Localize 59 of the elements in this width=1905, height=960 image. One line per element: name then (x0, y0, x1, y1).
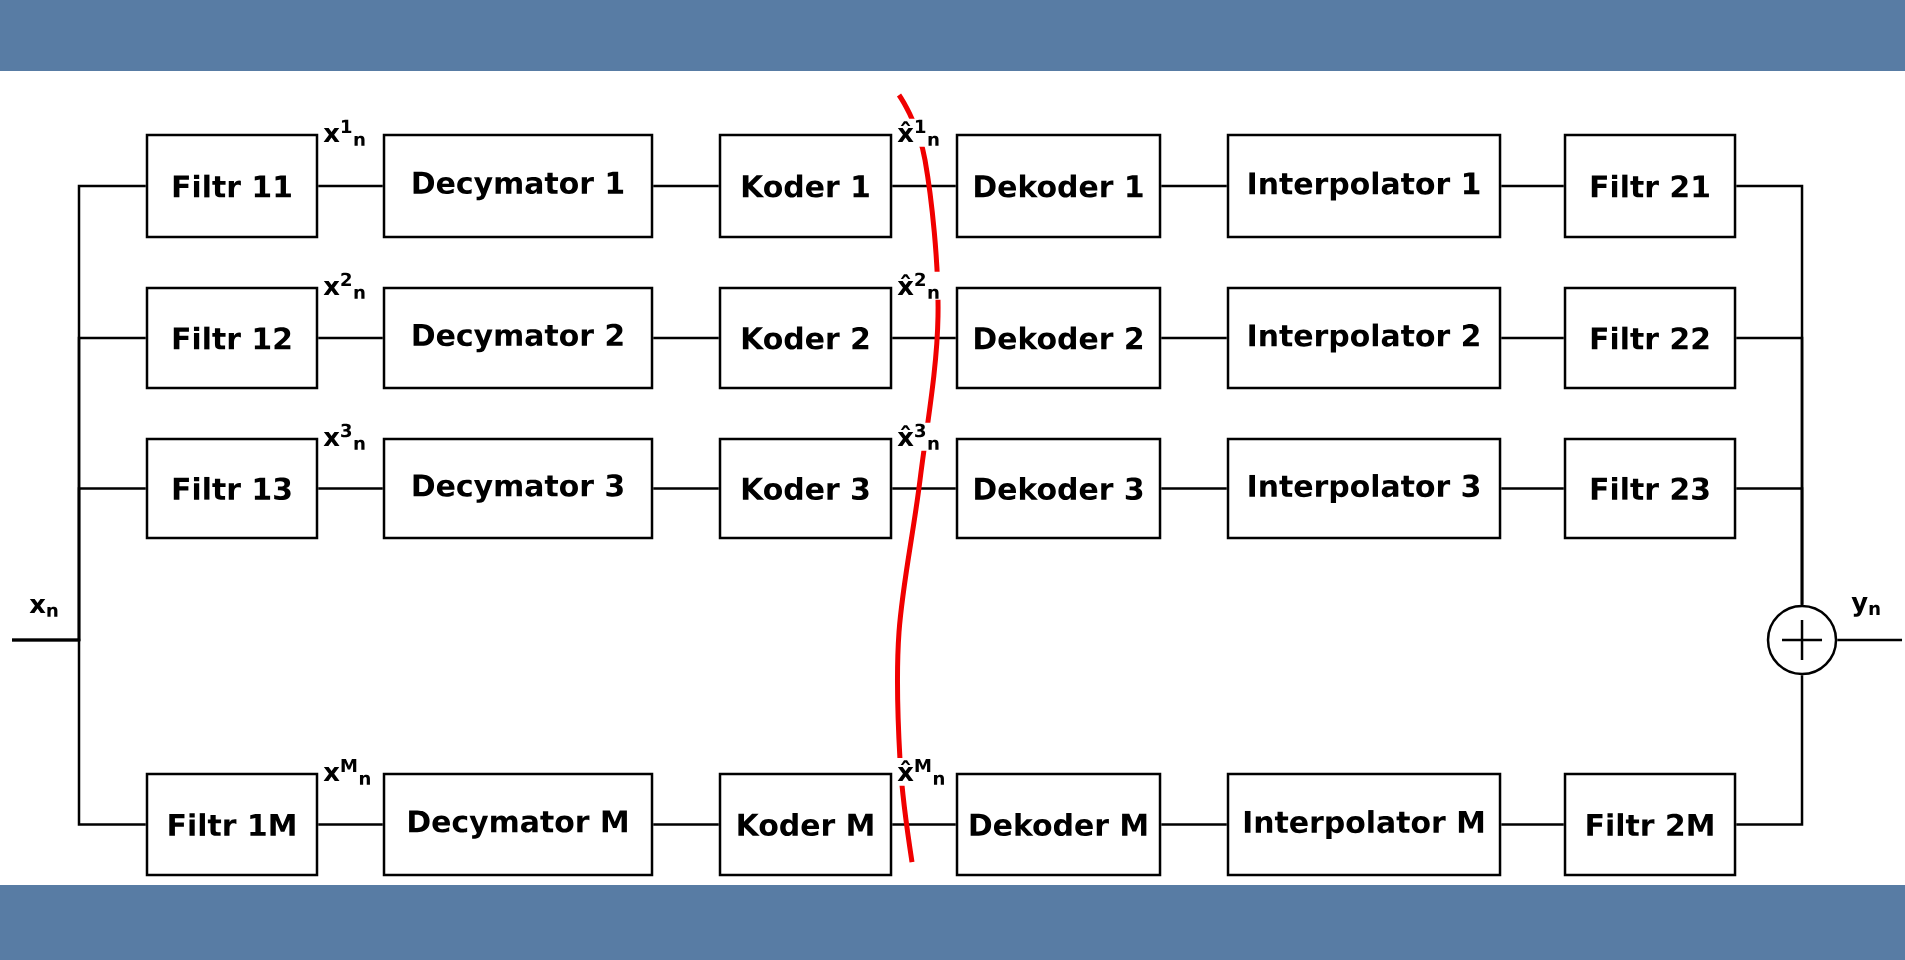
process-box: Filtr 1M (145, 772, 319, 877)
process-box: Koder M (718, 772, 893, 877)
connector-line (318, 184, 383, 188)
connector-line (892, 487, 956, 490)
connector-line (892, 823, 956, 826)
connector-line (653, 184, 719, 188)
connector-line (1501, 184, 1564, 188)
process-box: Interpolator M (1226, 772, 1502, 877)
process-box: Koder 1 (718, 133, 893, 239)
signal-label: x̂$^{M}$n (896, 757, 947, 786)
signal-label: x$^{2}$n (322, 271, 368, 300)
connector-line (653, 487, 719, 490)
connector-line (1161, 184, 1227, 188)
process-box: Decymator 2 (382, 286, 654, 390)
signal-label: x$^{1}$n (322, 118, 368, 147)
connector-line (1736, 675, 1804, 826)
signal-label: x$^{M}$n (322, 757, 373, 786)
connector-line (318, 823, 383, 826)
connector-line (1501, 487, 1564, 490)
process-box: Dekoder 2 (955, 286, 1162, 390)
connector-line (892, 336, 956, 340)
connector-line (653, 336, 719, 340)
connector-line (318, 487, 383, 490)
signal-label: x̂$^{3}$n (896, 422, 942, 451)
process-box: Filtr 12 (145, 286, 319, 390)
process-box: Koder 3 (718, 437, 893, 540)
process-box: Filtr 21 (1563, 133, 1737, 239)
signal-label: x$^{3}$n (322, 422, 368, 451)
connector-line (1161, 487, 1227, 490)
process-box: Filtr 13 (145, 437, 319, 540)
connector-line (1501, 336, 1564, 340)
connector-line (1501, 823, 1564, 826)
process-box: Interpolator 1 (1226, 133, 1502, 239)
connector-line (1736, 487, 1804, 605)
connector-line (1161, 823, 1227, 826)
process-box: Decymator 3 (382, 437, 654, 540)
process-box: Interpolator 2 (1226, 286, 1502, 390)
connector-line (318, 336, 383, 340)
signal-label: y$_{n}$ (1850, 596, 1883, 618)
connector-line (1837, 638, 1902, 642)
process-box: Decymator M (382, 772, 654, 877)
connector-line (1161, 336, 1227, 340)
signal-label: x̂$^{2}$n (896, 271, 942, 300)
connector-line (12, 638, 146, 826)
connector-line (653, 823, 719, 826)
process-box: Interpolator 3 (1226, 437, 1502, 540)
process-box: Filtr 23 (1563, 437, 1737, 540)
connector-line (892, 184, 956, 188)
process-box: Dekoder 1 (955, 133, 1162, 239)
signal-label: x̂$^{1}$n (896, 118, 942, 147)
process-box: Filtr 11 (145, 133, 319, 239)
process-box: Filtr 22 (1563, 286, 1737, 390)
process-box: Dekoder M (955, 772, 1162, 877)
signal-label: x$_{n}$ (28, 597, 61, 618)
process-box: Filtr 2M (1563, 772, 1737, 877)
process-box: Koder 2 (718, 286, 893, 390)
process-box: Decymator 1 (382, 133, 654, 239)
process-box: Dekoder 3 (955, 437, 1162, 540)
adder-circle (1766, 604, 1838, 676)
